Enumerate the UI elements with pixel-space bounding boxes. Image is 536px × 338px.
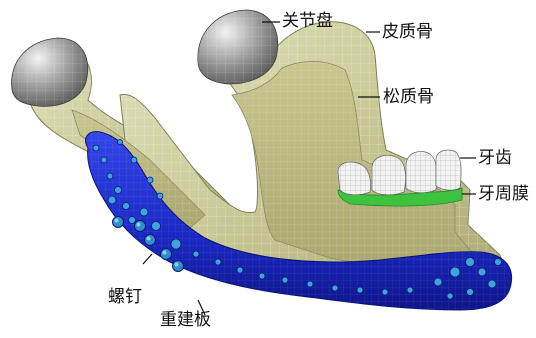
screw-hole — [478, 268, 486, 276]
screw-hole — [193, 251, 199, 257]
screw-hole — [93, 145, 99, 151]
screw-hole — [259, 273, 265, 279]
screw-hole — [129, 217, 136, 224]
screw-hole — [382, 289, 388, 295]
leader-screw — [143, 254, 152, 264]
screw-hole — [450, 267, 460, 277]
screw — [135, 221, 146, 232]
screw-hole — [447, 293, 453, 299]
screw-hole — [488, 280, 496, 288]
screw-hole — [108, 196, 116, 204]
screw-hole — [101, 157, 107, 163]
screw-highlight — [115, 219, 119, 223]
label-articular-disc: 关节盘 — [282, 11, 333, 31]
screw-highlight — [175, 263, 179, 267]
screw-hole — [467, 289, 474, 296]
screw-hole — [131, 157, 137, 163]
screw-hole — [215, 259, 221, 265]
label-cortical-bone: 皮质骨 — [382, 22, 433, 42]
screw — [113, 217, 124, 228]
label-tooth: 牙齿 — [478, 148, 512, 168]
screw-hole — [332, 285, 338, 291]
articular-disc-right — [198, 10, 278, 84]
screw-hole — [147, 177, 153, 183]
label-reconstruction-plate: 重建板 — [160, 310, 211, 330]
screw — [145, 235, 156, 246]
articular-disc-left — [11, 38, 87, 106]
screw-highlight — [163, 251, 167, 255]
screw-hole — [466, 258, 475, 267]
screw-hole — [140, 208, 148, 216]
screw-hole — [123, 203, 130, 210]
label-cancellous-bone: 松质骨 — [383, 87, 434, 107]
label-periodontal-ligament: 牙周膜 — [478, 184, 529, 204]
screw-hole — [495, 259, 502, 266]
screw-hole — [171, 239, 181, 249]
tooth — [372, 155, 406, 195]
screw — [161, 249, 172, 260]
screw-hole — [307, 281, 313, 287]
screw-hole — [282, 277, 288, 283]
screw-hole — [107, 173, 113, 179]
screw-highlight — [137, 223, 141, 227]
tooth — [406, 151, 437, 192]
screw-hole — [407, 287, 413, 293]
screw — [173, 261, 184, 272]
screw-hole — [152, 222, 161, 231]
tooth — [436, 150, 461, 190]
screw-hole — [115, 187, 122, 194]
screw-hole — [357, 287, 363, 293]
label-screw: 螺钉 — [108, 287, 142, 307]
screw-hole — [434, 278, 442, 286]
screw-highlight — [147, 237, 151, 241]
screw-hole — [157, 193, 163, 199]
screw-hole — [118, 140, 123, 145]
screw-hole — [237, 267, 243, 273]
